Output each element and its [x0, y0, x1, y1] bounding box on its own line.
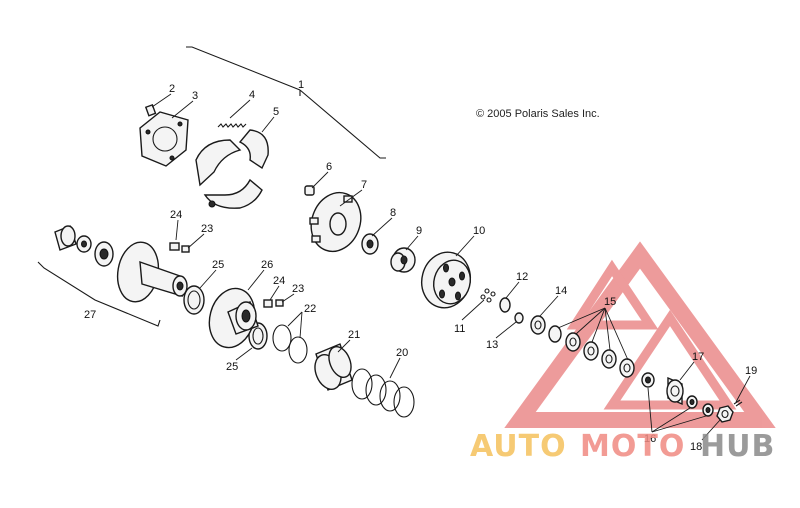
- label-22: 22: [304, 303, 316, 315]
- part-19-pin: [733, 399, 743, 407]
- label-9: 9: [416, 225, 422, 237]
- label-24-upper: 24: [170, 209, 182, 221]
- label-15: 15: [604, 296, 616, 308]
- label-8: 8: [390, 207, 396, 219]
- part-25-seal-upper: [183, 285, 205, 315]
- label-21: 21: [348, 329, 360, 341]
- copyright-notice: © 2005 Polaris Sales Inc.: [476, 108, 600, 120]
- group-bracket-27: [37, 261, 161, 327]
- part-5-clutch-shoes: [195, 129, 269, 209]
- part-23-bolt-lower: [275, 299, 284, 307]
- label-5: 5: [273, 106, 279, 118]
- label-17: 17: [692, 351, 704, 363]
- label-19: 19: [745, 365, 757, 377]
- part-20-springs: [351, 368, 415, 418]
- label-7: 7: [361, 179, 367, 191]
- part-16-bearings: [641, 372, 714, 417]
- part-14-washer: [530, 315, 546, 335]
- label-3: 3: [192, 90, 198, 102]
- label-6: 6: [326, 161, 332, 173]
- part-21-sleeve: [314, 343, 353, 391]
- part-24-bolt-upper: [169, 242, 180, 251]
- part-3-plate: [139, 111, 189, 167]
- label-27: 27: [84, 309, 96, 321]
- label-23-lower: 23: [292, 283, 304, 295]
- group-bracket-1: [186, 46, 386, 159]
- watermark-hub: HUB: [700, 429, 775, 464]
- label-2: 2: [169, 83, 175, 95]
- part-15-washers: [548, 325, 635, 378]
- part-27-shaft-assembly: [54, 225, 188, 303]
- leader-lines: [151, 93, 751, 441]
- label-18: 18: [690, 441, 702, 453]
- label-16: 16: [644, 433, 656, 445]
- part-7-drive-plate: [309, 191, 362, 253]
- label-10: 10: [473, 225, 485, 237]
- part-11-balls: [480, 288, 496, 303]
- label-13: 13: [486, 339, 498, 351]
- part-6-bolt: [304, 185, 315, 196]
- part-10-drum: [421, 251, 471, 309]
- part-17-spacer: [666, 376, 684, 406]
- label-11: 11: [454, 323, 465, 335]
- part-26-clutch-face: [208, 287, 259, 349]
- label-25-lower: 25: [226, 361, 238, 373]
- part-2-screw: [144, 103, 157, 117]
- label-1: 1: [298, 79, 304, 91]
- label-25-upper: 25: [212, 259, 224, 271]
- part-12-washer: [499, 297, 511, 313]
- part-9-hub: [390, 247, 416, 273]
- part-22-rings: [272, 324, 308, 364]
- part-24-bolt-lower: [263, 299, 273, 308]
- watermark-moto: MOTO: [580, 429, 685, 464]
- label-23-upper: 23: [201, 223, 213, 235]
- watermark-auto: AUTO: [470, 429, 567, 464]
- part-labels: 1 2 3 4 5 6 7 8 9 10 11 12 13 14 15 16 1…: [84, 79, 757, 453]
- label-20: 20: [396, 347, 408, 359]
- part-4-spring: [217, 123, 247, 128]
- label-24-lower: 24: [273, 275, 285, 287]
- watermark-text: AUTO MOTO HUB: [470, 429, 775, 464]
- label-26: 26: [261, 259, 273, 271]
- part-13-washer: [514, 312, 524, 324]
- part-8-bearing: [361, 233, 379, 255]
- label-12: 12: [516, 271, 528, 283]
- label-4: 4: [249, 89, 255, 101]
- label-14: 14: [555, 285, 567, 297]
- part-18-nut: [716, 405, 734, 423]
- part-25-seal-lower: [248, 322, 268, 350]
- part-23-bolt-upper: [181, 245, 190, 253]
